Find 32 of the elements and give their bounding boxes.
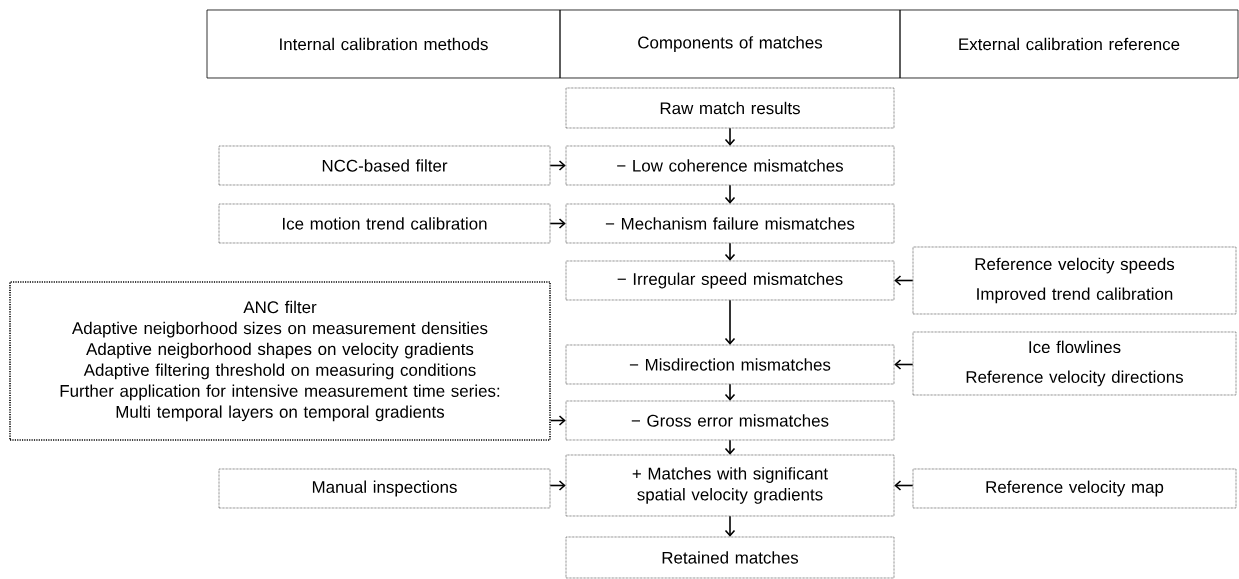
process-box: − Mechanism failure mismatches — [565, 203, 895, 244]
arrow — [549, 160, 566, 171]
method-box: Ice motion trend calibration — [218, 203, 551, 244]
arrow — [724, 184, 736, 204]
arrow — [894, 275, 914, 286]
process-box: − Low coherence mismatches — [565, 145, 895, 186]
process-box: − Gross error mismatches — [565, 400, 895, 441]
arrow — [724, 439, 736, 455]
method-box: Reference velocity map — [912, 468, 1237, 509]
process-box: − Misdirection mismatches — [565, 344, 895, 385]
header-cell: Internal calibration methods — [206, 9, 561, 79]
arrow — [894, 359, 914, 370]
process-box: Raw match results — [565, 87, 895, 129]
arrow — [724, 127, 736, 146]
arrow — [724, 242, 736, 261]
arrow — [724, 515, 736, 537]
method-box: NCC-based filter — [218, 145, 551, 186]
filter-box: ANC filter Adaptive neigborhood sizes on measurement densities Adaptive neigborhood shapes on velocity gradients Adaptive filtering threshold on measuring conditions Further application for intensive measurement time series: Multi temporal layers on temporal gradients — [9, 281, 551, 441]
method-box: Ice flowlines Reference velocity directions — [912, 331, 1237, 396]
method-box: Reference velocity speeds Improved trend calibration — [912, 246, 1237, 315]
process-box: Retained matches — [565, 536, 895, 579]
method-box: Manual inspections — [218, 468, 551, 509]
process-box: − Irregular speed mismatches — [565, 260, 895, 301]
arrow — [550, 415, 566, 426]
process-box: + Matches with significant spatial velocity gradients — [565, 454, 895, 517]
arrow — [549, 480, 566, 491]
arrow — [894, 480, 914, 491]
arrow — [724, 383, 736, 401]
arrow — [549, 218, 566, 229]
header-cell: External calibration reference — [899, 9, 1239, 79]
arrow — [724, 299, 736, 345]
header-cell: Components of matches — [559, 9, 901, 79]
